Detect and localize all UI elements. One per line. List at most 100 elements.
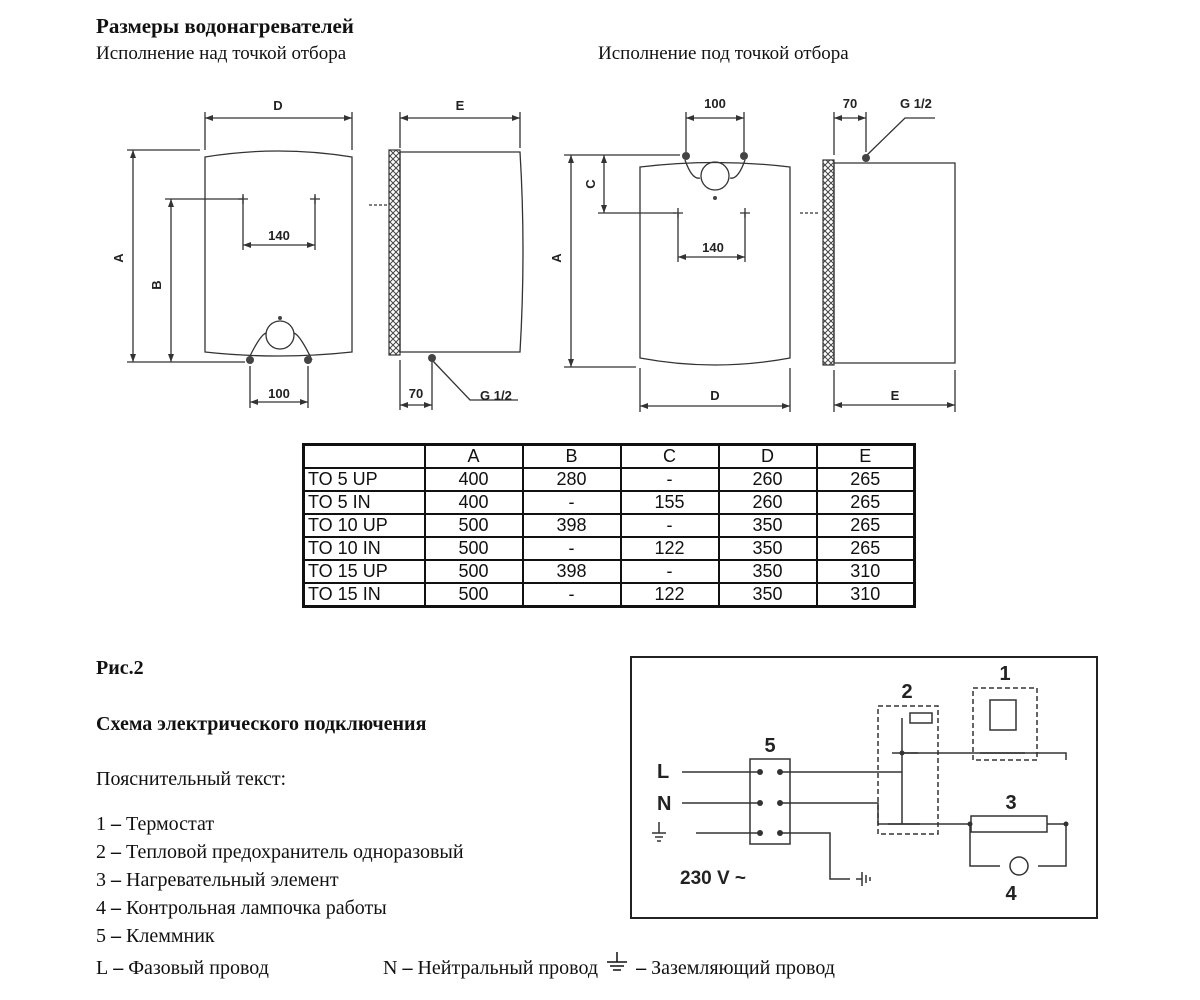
legend-item: 5 – Клеммник bbox=[96, 925, 215, 947]
left-dim-e: E bbox=[456, 98, 465, 113]
table-cell: - bbox=[619, 467, 720, 492]
ground-icon bbox=[607, 952, 628, 971]
table-cell: 500 bbox=[423, 582, 524, 608]
table-cell: 260 bbox=[717, 467, 818, 492]
table-cell: 350 bbox=[717, 559, 818, 584]
table-cell: 155 bbox=[619, 490, 720, 515]
table-cell: 500 bbox=[423, 513, 524, 538]
table-cell: 350 bbox=[717, 536, 818, 561]
table-cell: - bbox=[521, 490, 622, 515]
table-header-row: A B C D E bbox=[302, 443, 916, 469]
right-dim-a: A bbox=[549, 253, 564, 263]
table-header-cell: C bbox=[619, 443, 720, 469]
table-cell: 310 bbox=[815, 582, 916, 608]
table-cell: 260 bbox=[717, 490, 818, 515]
table-cell: 350 bbox=[717, 513, 818, 538]
legend-item: 3 – Нагревательный элемент bbox=[96, 869, 339, 891]
diagram-voltage: 230 V ~ bbox=[680, 868, 746, 889]
table-cell: 350 bbox=[717, 582, 818, 608]
dimensions-table: A B C D E TO 5 UP 400 280 - 260 265 TO 5… bbox=[302, 443, 916, 608]
table-header-cell: E bbox=[815, 443, 916, 469]
diagram-num-2: 2 bbox=[901, 681, 912, 703]
table-row: TO 10 UP 500 398 - 350 265 bbox=[302, 513, 916, 538]
left-dim-d: D bbox=[273, 98, 282, 113]
wire-n-legend: N – Нейтральный провод bbox=[383, 957, 599, 979]
table-cell: - bbox=[521, 582, 622, 608]
table-row: TO 5 UP 400 280 - 260 265 bbox=[302, 467, 916, 492]
wire-ground-legend: – Заземляющий провод bbox=[636, 957, 835, 979]
model-cell: TO 10 UP bbox=[302, 513, 426, 538]
diagram-label-l: L bbox=[657, 761, 669, 783]
table-cell: 122 bbox=[619, 536, 720, 561]
table-row: TO 15 IN 500 - 122 350 310 bbox=[302, 582, 916, 608]
table-cell: 265 bbox=[815, 490, 916, 515]
model-cell: TO 15 UP bbox=[302, 559, 426, 584]
table-row: TO 15 UP 500 398 - 350 310 bbox=[302, 559, 916, 584]
right-dim-e: E bbox=[891, 388, 900, 403]
table-cell: 400 bbox=[423, 467, 524, 492]
table-cell: 280 bbox=[521, 467, 622, 492]
right-dim-c: C bbox=[583, 179, 598, 189]
schema-title: Схема электрического подключения bbox=[96, 713, 427, 735]
model-cell: TO 5 IN bbox=[302, 490, 426, 515]
left-front-body bbox=[204, 150, 353, 357]
table-cell: 398 bbox=[521, 513, 622, 538]
table-cell: 500 bbox=[423, 559, 524, 584]
left-dim-b: B bbox=[149, 280, 164, 289]
fuse-2-box bbox=[877, 705, 939, 835]
wire-legend-row: L – Фазовый провод N – Нейтральный прово… bbox=[96, 950, 835, 982]
legend-item: 1 – Термостат bbox=[96, 813, 215, 835]
table-cell: 265 bbox=[815, 467, 916, 492]
left-dim-a: A bbox=[111, 253, 126, 263]
right-dim-g: G 1/2 bbox=[900, 96, 932, 111]
right-dim-70: 70 bbox=[843, 96, 857, 111]
table-cell: 310 bbox=[815, 559, 916, 584]
right-front-body bbox=[639, 161, 791, 366]
table-cell: - bbox=[619, 559, 720, 584]
table-cell: - bbox=[521, 536, 622, 561]
figure-label: Рис.2 bbox=[96, 657, 144, 679]
model-cell: TO 15 IN bbox=[302, 582, 426, 608]
table-cell: 265 bbox=[815, 513, 916, 538]
diagram-num-1: 1 bbox=[999, 663, 1010, 685]
table-cell: 398 bbox=[521, 559, 622, 584]
right-dim-100: 100 bbox=[704, 96, 726, 111]
page-title: Размеры водонагревателей bbox=[96, 14, 354, 38]
left-wall-hatch bbox=[388, 149, 401, 356]
table-header-cell: D bbox=[717, 443, 818, 469]
table-header-cell bbox=[302, 443, 426, 469]
variant-below-title: Исполнение под точкой отбора bbox=[598, 43, 849, 64]
left-dim-100: 100 bbox=[268, 386, 290, 401]
left-dim-70: 70 bbox=[409, 386, 423, 401]
legend-list: 1 – Термостат 2 – Тепловой предохранител… bbox=[96, 810, 835, 982]
table-cell: 265 bbox=[815, 536, 916, 561]
table-cell: 122 bbox=[619, 582, 720, 608]
model-cell: TO 5 UP bbox=[302, 467, 426, 492]
diagram-num-4: 4 bbox=[1005, 883, 1017, 905]
table-row: TO 5 IN 400 - 155 260 265 bbox=[302, 490, 916, 515]
table-cell: 400 bbox=[423, 490, 524, 515]
dimension-drawings: D E A B 140 100 70 G 1/2 100 70 G 1/2 C … bbox=[111, 96, 956, 412]
left-side-body bbox=[399, 151, 524, 353]
left-dim-140: 140 bbox=[268, 228, 290, 243]
wire-l-legend: L – Фазовый провод bbox=[96, 957, 269, 979]
table-row: TO 10 IN 500 - 122 350 265 bbox=[302, 536, 916, 561]
legend-item: 4 – Контрольная лампочка работы bbox=[96, 897, 387, 919]
right-side-body bbox=[833, 162, 956, 364]
table-cell: - bbox=[619, 513, 720, 538]
wiring-diagram: L N 230 V ~ 5 2 1 3 4 bbox=[630, 656, 1098, 919]
right-dim-d: D bbox=[710, 388, 719, 403]
thermostat-1-box bbox=[972, 687, 1038, 761]
right-dim-140: 140 bbox=[702, 240, 724, 255]
variant-above-title: Исполнение над точкой отбора bbox=[96, 43, 347, 64]
legend-heading: Пояснительный текст: bbox=[96, 768, 287, 790]
legend-item: 2 – Тепловой предохранитель одноразовый bbox=[96, 841, 464, 863]
right-wall-hatch bbox=[822, 159, 835, 366]
table-cell: 500 bbox=[423, 536, 524, 561]
terminal-block-5 bbox=[749, 758, 791, 845]
diagram-num-5: 5 bbox=[764, 735, 775, 757]
table-header-cell: A bbox=[423, 443, 524, 469]
table-header-cell: B bbox=[521, 443, 622, 469]
left-dim-g: G 1/2 bbox=[480, 388, 512, 403]
diagram-label-n: N bbox=[657, 793, 671, 815]
